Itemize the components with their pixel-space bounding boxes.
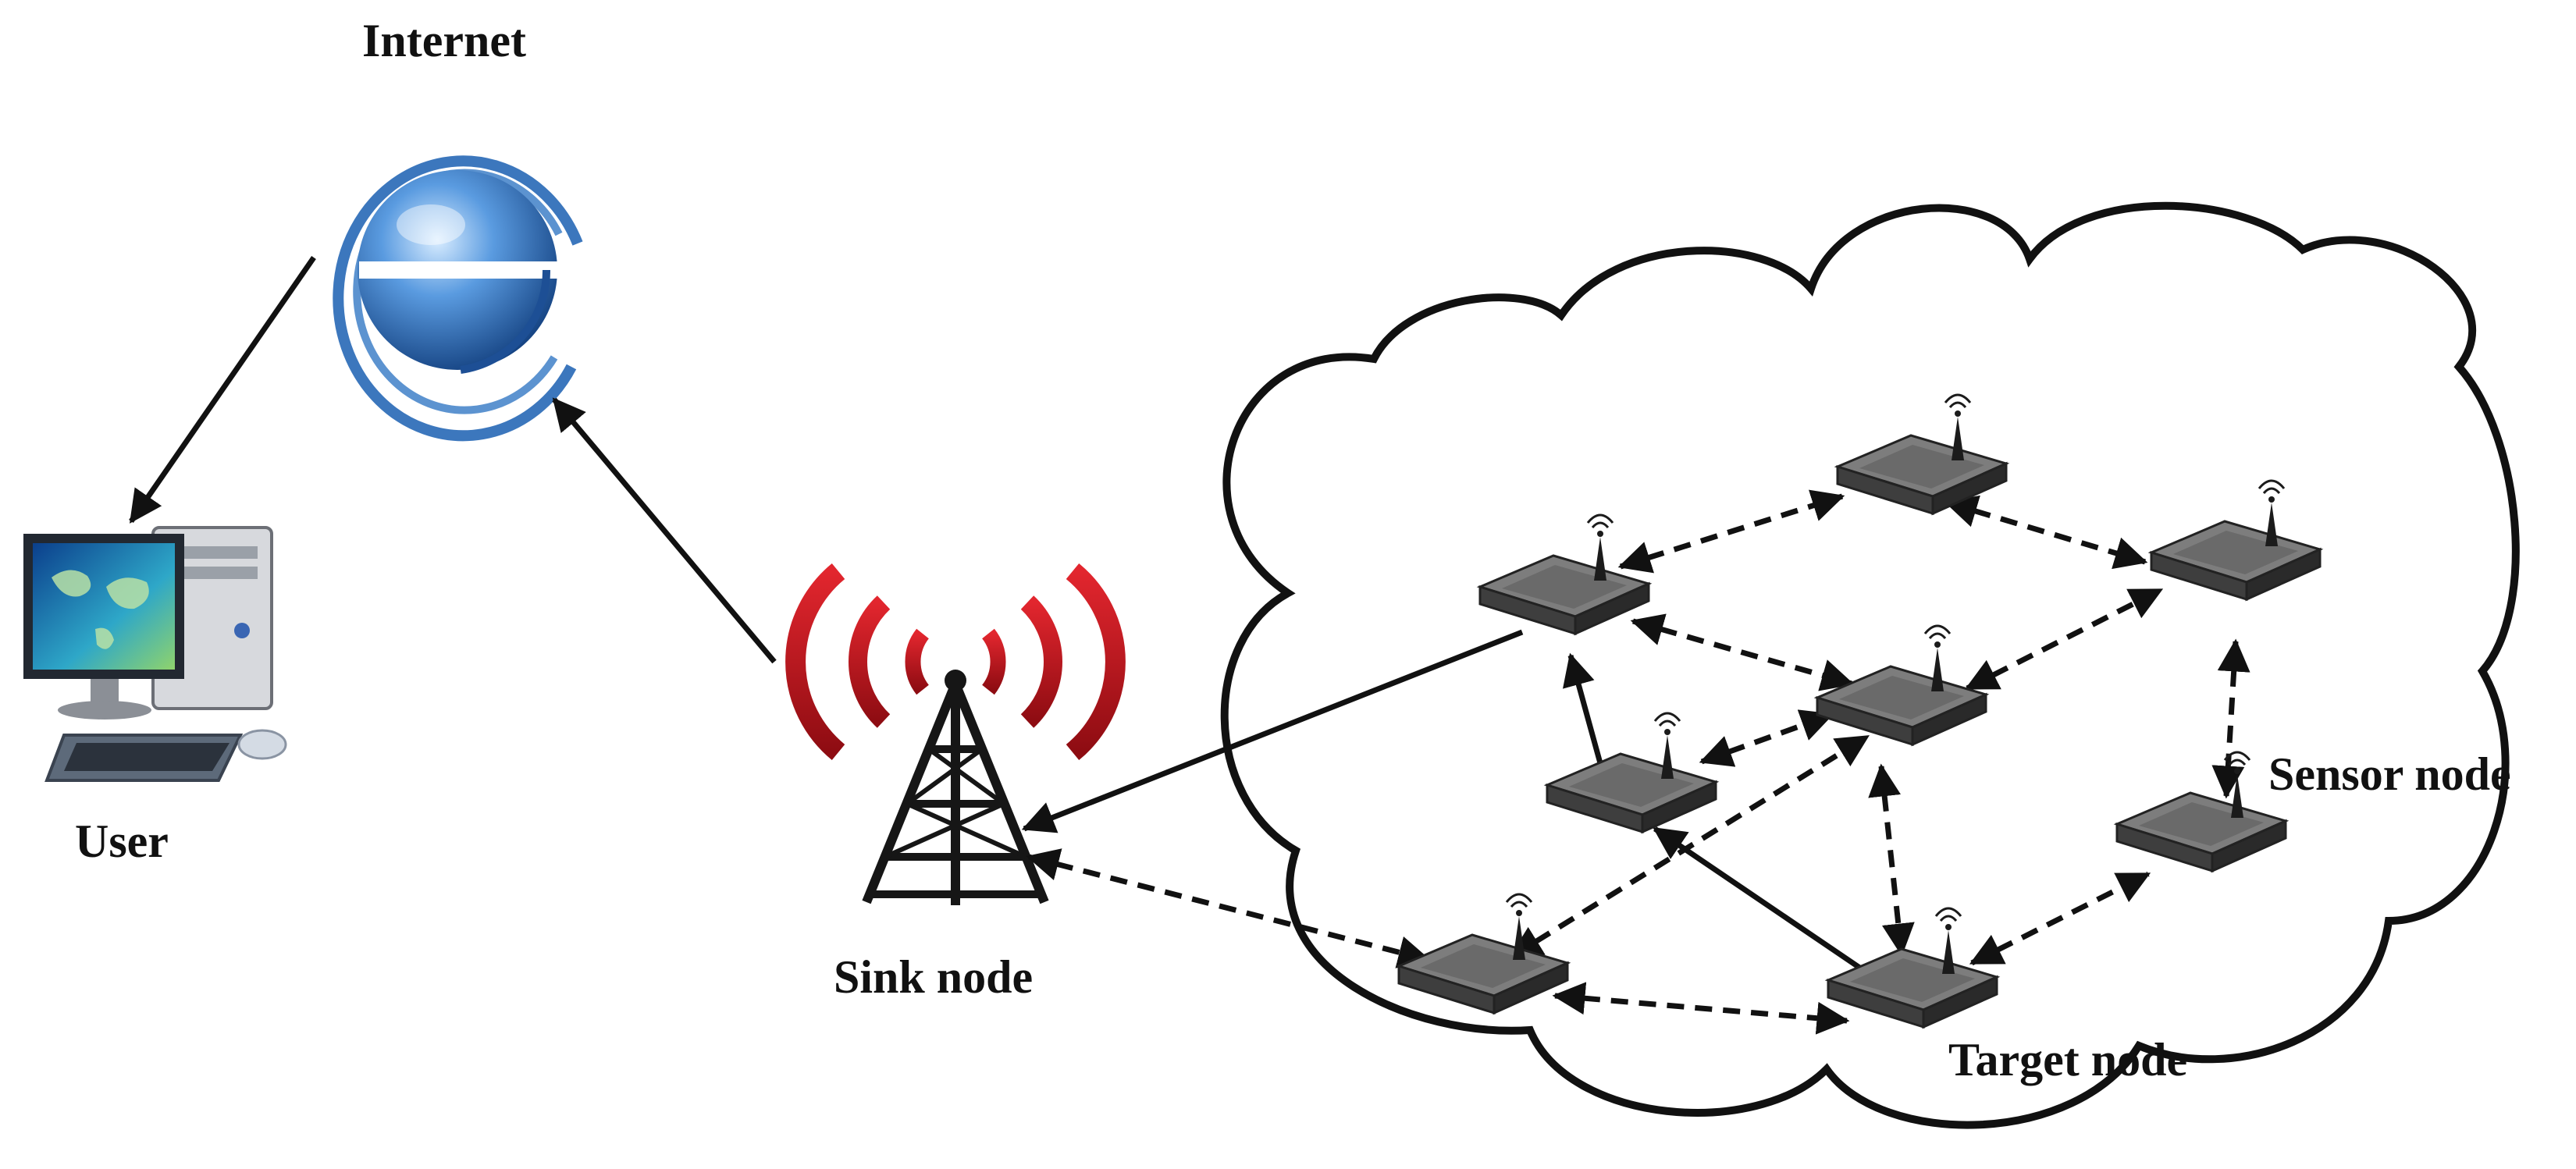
radio-tower-icon (785, 563, 1126, 905)
sink-node-label: Sink node (834, 951, 1034, 1003)
dashed-links (1026, 489, 2250, 1035)
node-to-node-arrow (1562, 652, 1603, 764)
internet-label: Internet (362, 15, 526, 66)
target-node-label: Target node (1948, 1034, 2188, 1086)
user-label: User (75, 815, 169, 867)
node-to-sink-arrow (1021, 629, 1524, 833)
sensor-node-icon (1836, 393, 2008, 515)
sensor-node-label: Sensor node (2268, 748, 2511, 800)
sensor-node-icon (1546, 712, 1717, 833)
sensor-node-icon (2115, 751, 2287, 872)
target-to-node-arrow (1653, 826, 1875, 979)
sensor-node-icon (1397, 893, 1569, 1014)
sensor-field-cloud (1220, 201, 2520, 1129)
desktop-computer-icon (23, 526, 287, 782)
internet-to-user-arrow (129, 256, 316, 524)
sink-to-internet-arrow (552, 397, 777, 664)
target-node-icon (1827, 907, 1998, 1029)
sensor-node-icon (1478, 513, 1650, 635)
sensor-node-icon (2150, 479, 2322, 601)
internet-globe-icon (333, 155, 583, 442)
sensor-node-icon (1816, 624, 1987, 746)
sensor-nodes (1397, 393, 2322, 1029)
